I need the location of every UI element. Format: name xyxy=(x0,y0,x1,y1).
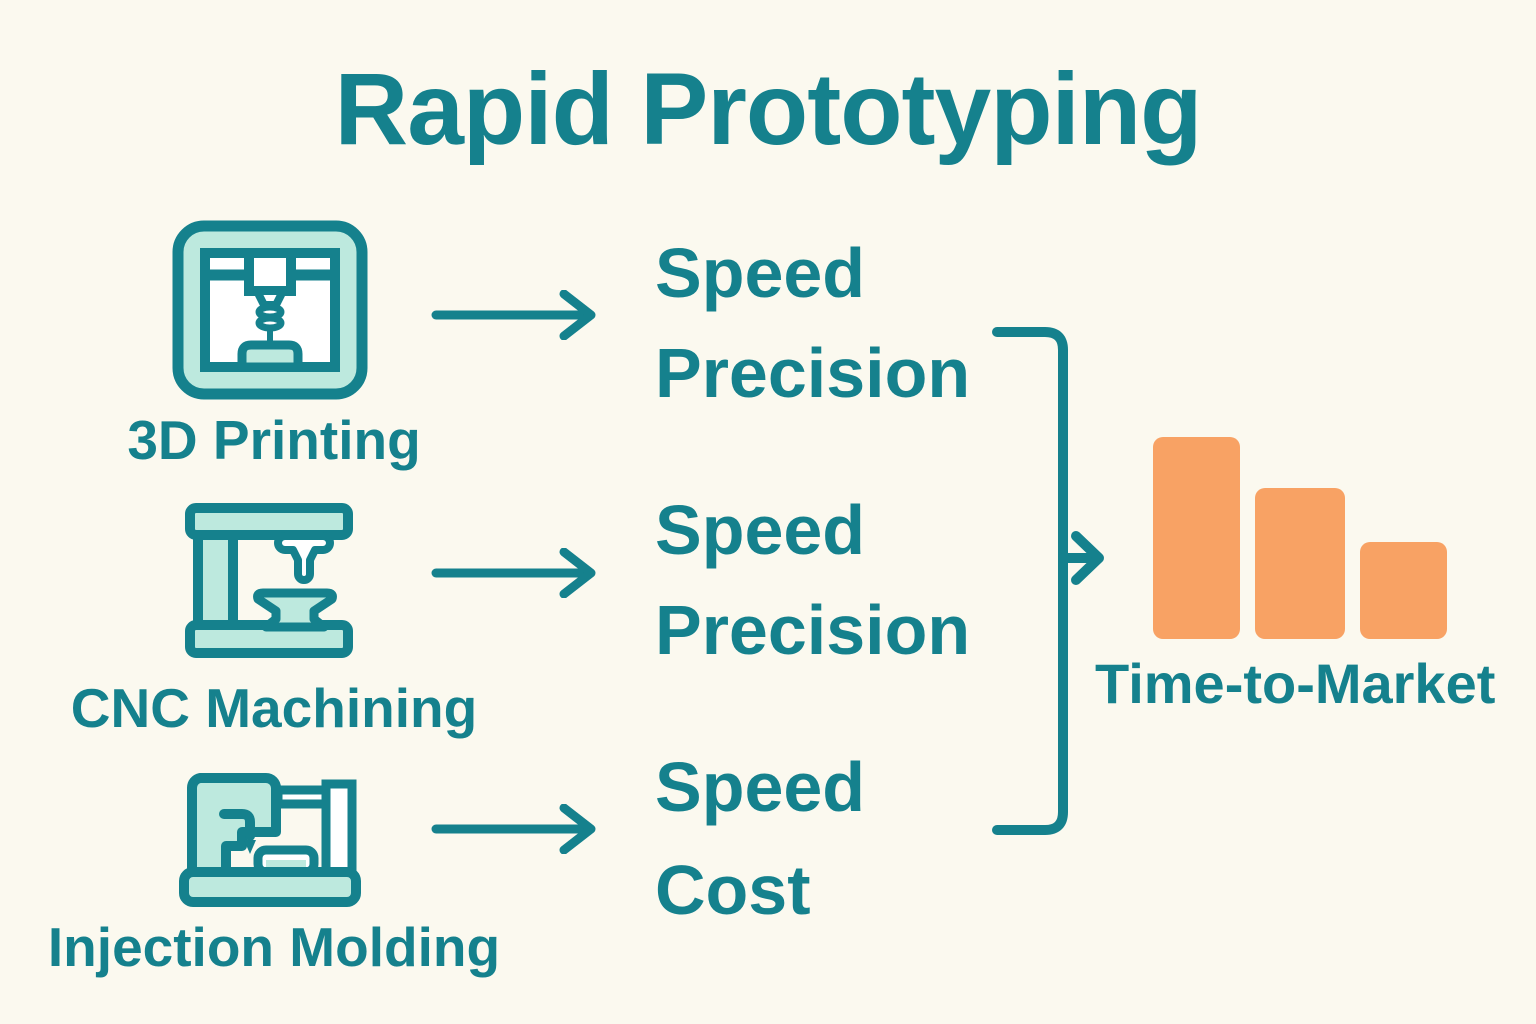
cnc-machine-icon xyxy=(185,503,353,660)
page-title: Rapid Prototyping xyxy=(334,52,1203,166)
3d-printer-icon xyxy=(172,220,368,400)
method-label-cnc-machining: CNC Machining xyxy=(70,677,478,739)
outcome-label: Time-to-Market xyxy=(1095,652,1496,715)
benefit-precision: Precision xyxy=(655,334,971,412)
benefit-cost: Cost xyxy=(655,851,811,929)
injection-molding-icon xyxy=(178,770,365,910)
method-label-3d-printing: 3D Printing xyxy=(127,409,421,471)
arrow-right-icon xyxy=(430,803,615,855)
benefit-precision: Precision xyxy=(655,591,971,669)
arrow-right-icon xyxy=(430,547,615,599)
bracket-merge-icon xyxy=(985,320,1130,865)
method-label-injection-molding: Injection Molding xyxy=(47,916,501,978)
benefit-speed: Speed xyxy=(655,491,866,569)
time-to-market-bar-chart xyxy=(1153,437,1448,639)
benefit-speed: Speed xyxy=(655,234,866,312)
bar xyxy=(1255,487,1345,639)
arrow-right-icon xyxy=(430,289,615,341)
benefit-speed: Speed xyxy=(655,748,866,826)
bar xyxy=(1153,437,1240,639)
bar xyxy=(1360,542,1447,639)
